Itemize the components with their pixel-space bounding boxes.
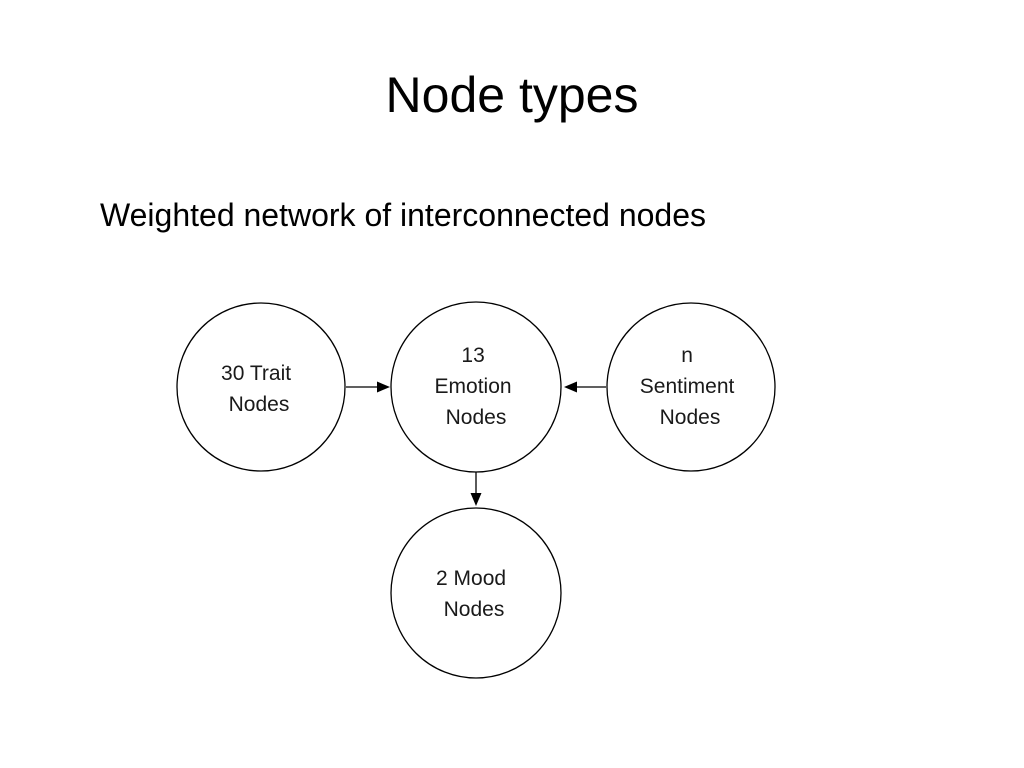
svg-text:30 Trait Nodes: 30 Trait Nodes bbox=[221, 362, 297, 416]
edge-trait-to-emotion-arrowhead bbox=[377, 381, 390, 393]
node-mood-label-line2: Nodes bbox=[444, 598, 505, 621]
node-mood-label-line1: 2 Mood bbox=[436, 567, 506, 590]
node-sentiment-label-line1: n bbox=[681, 344, 693, 367]
node-trait-label-line1: 30 Trait bbox=[221, 362, 291, 385]
edge-sentiment-to-emotion-arrowhead bbox=[564, 381, 577, 393]
node-sentiment-circle bbox=[606, 302, 776, 472]
svg-text:13 Emotion Nod: 13 Emotion Nodes bbox=[435, 344, 518, 429]
node-trait-circle bbox=[176, 302, 346, 472]
node-sentiment: n Sentiment Nodes bbox=[606, 302, 776, 472]
node-sentiment-label-line3: Nodes bbox=[660, 406, 721, 429]
node-emotion-label-line3: Nodes bbox=[446, 406, 507, 429]
edge-sentiment-to-emotion bbox=[564, 381, 606, 393]
slide-title: Node types bbox=[385, 67, 639, 123]
bullet-text: Weighted network of interconnected nodes bbox=[100, 197, 707, 233]
edge-emotion-to-mood bbox=[470, 472, 482, 506]
node-mood-circle bbox=[390, 507, 562, 679]
node-sentiment-label-line2: Sentiment bbox=[640, 375, 735, 398]
edge-emotion-to-mood-arrowhead bbox=[470, 493, 482, 506]
node-emotion-circle bbox=[390, 301, 562, 473]
node-emotion-label-line1: 13 bbox=[461, 344, 484, 367]
svg-text:n Sentiment No: n Sentiment Nodes bbox=[640, 344, 740, 429]
node-emotion-label-line2: Emotion bbox=[435, 375, 512, 398]
edge-trait-to-emotion bbox=[346, 381, 390, 393]
node-trait: 30 Trait Nodes bbox=[176, 302, 346, 472]
node-mood: 2 Mood Nodes bbox=[390, 507, 562, 679]
node-emotion: 13 Emotion Nodes bbox=[390, 301, 562, 473]
svg-text:2 Mood Nodes: 2 Mood Nodes bbox=[436, 567, 512, 621]
node-trait-label-line2: Nodes bbox=[229, 393, 290, 416]
